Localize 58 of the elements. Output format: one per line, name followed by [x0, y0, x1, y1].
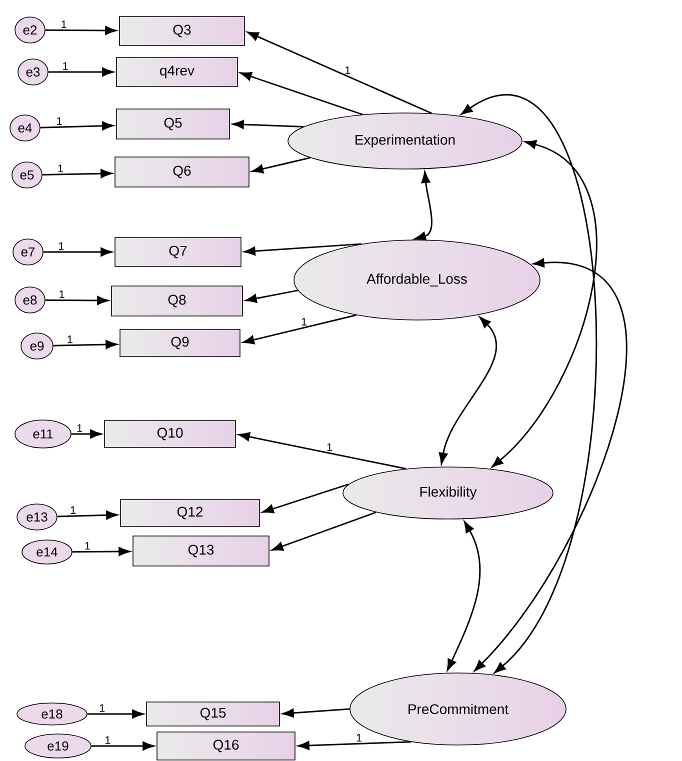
arrow — [48, 68, 114, 76]
indicator-box: Q8 — [111, 286, 243, 316]
arrow — [282, 708, 350, 718]
edge-label: 1 — [70, 506, 76, 514]
edge-label: 1 — [57, 117, 62, 125]
arrow — [272, 512, 376, 551]
edge-label: 1 — [68, 336, 72, 344]
arrow — [252, 157, 310, 174]
edge-label: 1 — [58, 242, 64, 250]
indicator-box: Q16 — [156, 732, 296, 760]
arrow — [45, 296, 109, 305]
arrow — [262, 484, 349, 514]
edge-label: 1 — [58, 164, 63, 172]
arrow — [298, 741, 412, 750]
arrow — [87, 710, 144, 718]
arrow — [240, 72, 363, 116]
edge-label: 1 — [327, 443, 332, 451]
edge-label: 1 — [345, 66, 350, 74]
arrow — [71, 430, 102, 438]
edge-label: 1 — [356, 734, 362, 742]
edge-label: 1 — [105, 736, 110, 744]
indicator-box: Q15 — [146, 702, 280, 726]
arrow — [245, 290, 298, 303]
indicator-box: Q7 — [114, 237, 242, 267]
arrow — [43, 248, 112, 256]
arrow — [247, 32, 432, 114]
arrow — [42, 169, 112, 178]
arrow — [72, 547, 130, 556]
edge-label: 1 — [77, 424, 82, 432]
indicator-box: Q9 — [120, 329, 240, 357]
indicator-box: q4rev — [116, 57, 238, 87]
indicator-box: Q12 — [120, 499, 260, 527]
edge-label: 1 — [100, 704, 105, 712]
arrow — [91, 742, 154, 750]
arrow — [238, 432, 406, 470]
edge-label: 1 — [63, 62, 68, 70]
arrow — [244, 243, 362, 256]
arrow — [232, 120, 304, 129]
indicator-box: Q3 — [119, 16, 245, 46]
covariance-arrow — [492, 140, 598, 468]
arrow — [45, 26, 117, 35]
edge-label: 1 — [62, 20, 66, 28]
indicator-box: Q6 — [114, 156, 250, 188]
arrow — [40, 121, 114, 130]
covariance-arrow — [446, 521, 481, 671]
arrow — [242, 314, 356, 344]
arrow — [57, 510, 118, 520]
covariance-arrow — [460, 94, 597, 674]
indicator-box: Q10 — [104, 420, 236, 448]
edge-label: 1 — [85, 542, 90, 550]
edge-label: 1 — [302, 318, 307, 326]
covariance-arrow — [438, 316, 497, 464]
indicator-box: Q13 — [132, 536, 270, 566]
indicator-box: Q5 — [116, 108, 230, 140]
covariance-arrow — [414, 171, 432, 241]
edge-label: 1 — [60, 290, 64, 298]
covariance-arrow — [474, 258, 627, 672]
arrow — [53, 340, 118, 350]
